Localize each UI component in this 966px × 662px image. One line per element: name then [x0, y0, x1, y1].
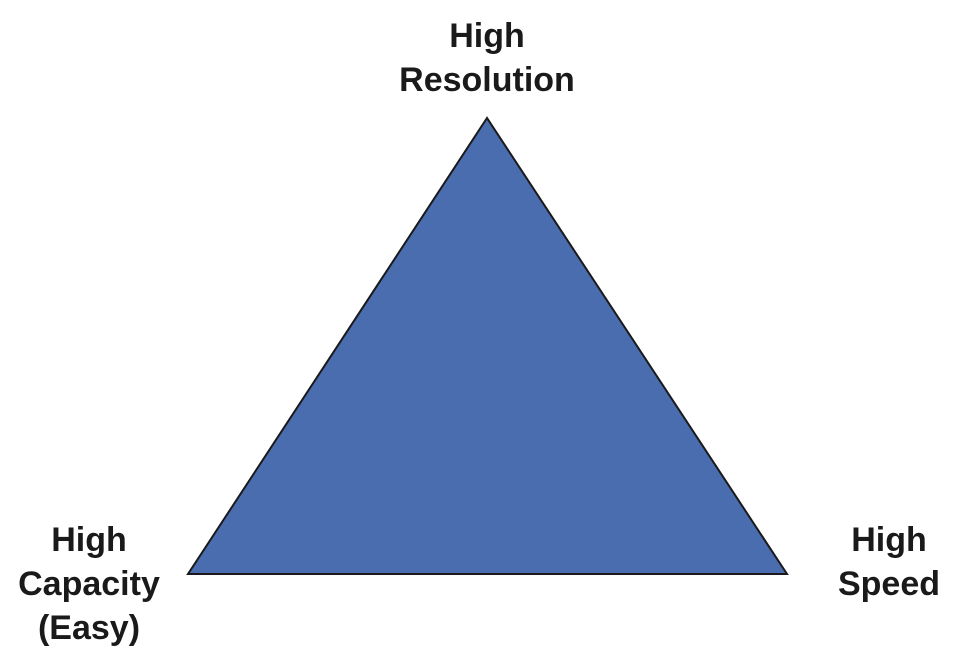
- vertex-right-line2: Speed: [837, 565, 941, 603]
- vertex-left-line3: (Easy): [37, 609, 141, 647]
- vertex-label-high-speed: High Speed: [818, 518, 960, 606]
- vertex-left-line1: High: [51, 521, 127, 559]
- vertex-top-line1: High: [449, 17, 525, 55]
- vertex-right-line1: High: [851, 521, 927, 559]
- vertex-top-line2: Resolution: [399, 61, 575, 99]
- triangle: [186, 116, 789, 575]
- vertex-label-high-resolution: High Resolution: [387, 14, 587, 102]
- vertex-left-line2: Capacity: [18, 565, 160, 603]
- vertex-label-high-capacity: High Capacity (Easy): [0, 518, 178, 650]
